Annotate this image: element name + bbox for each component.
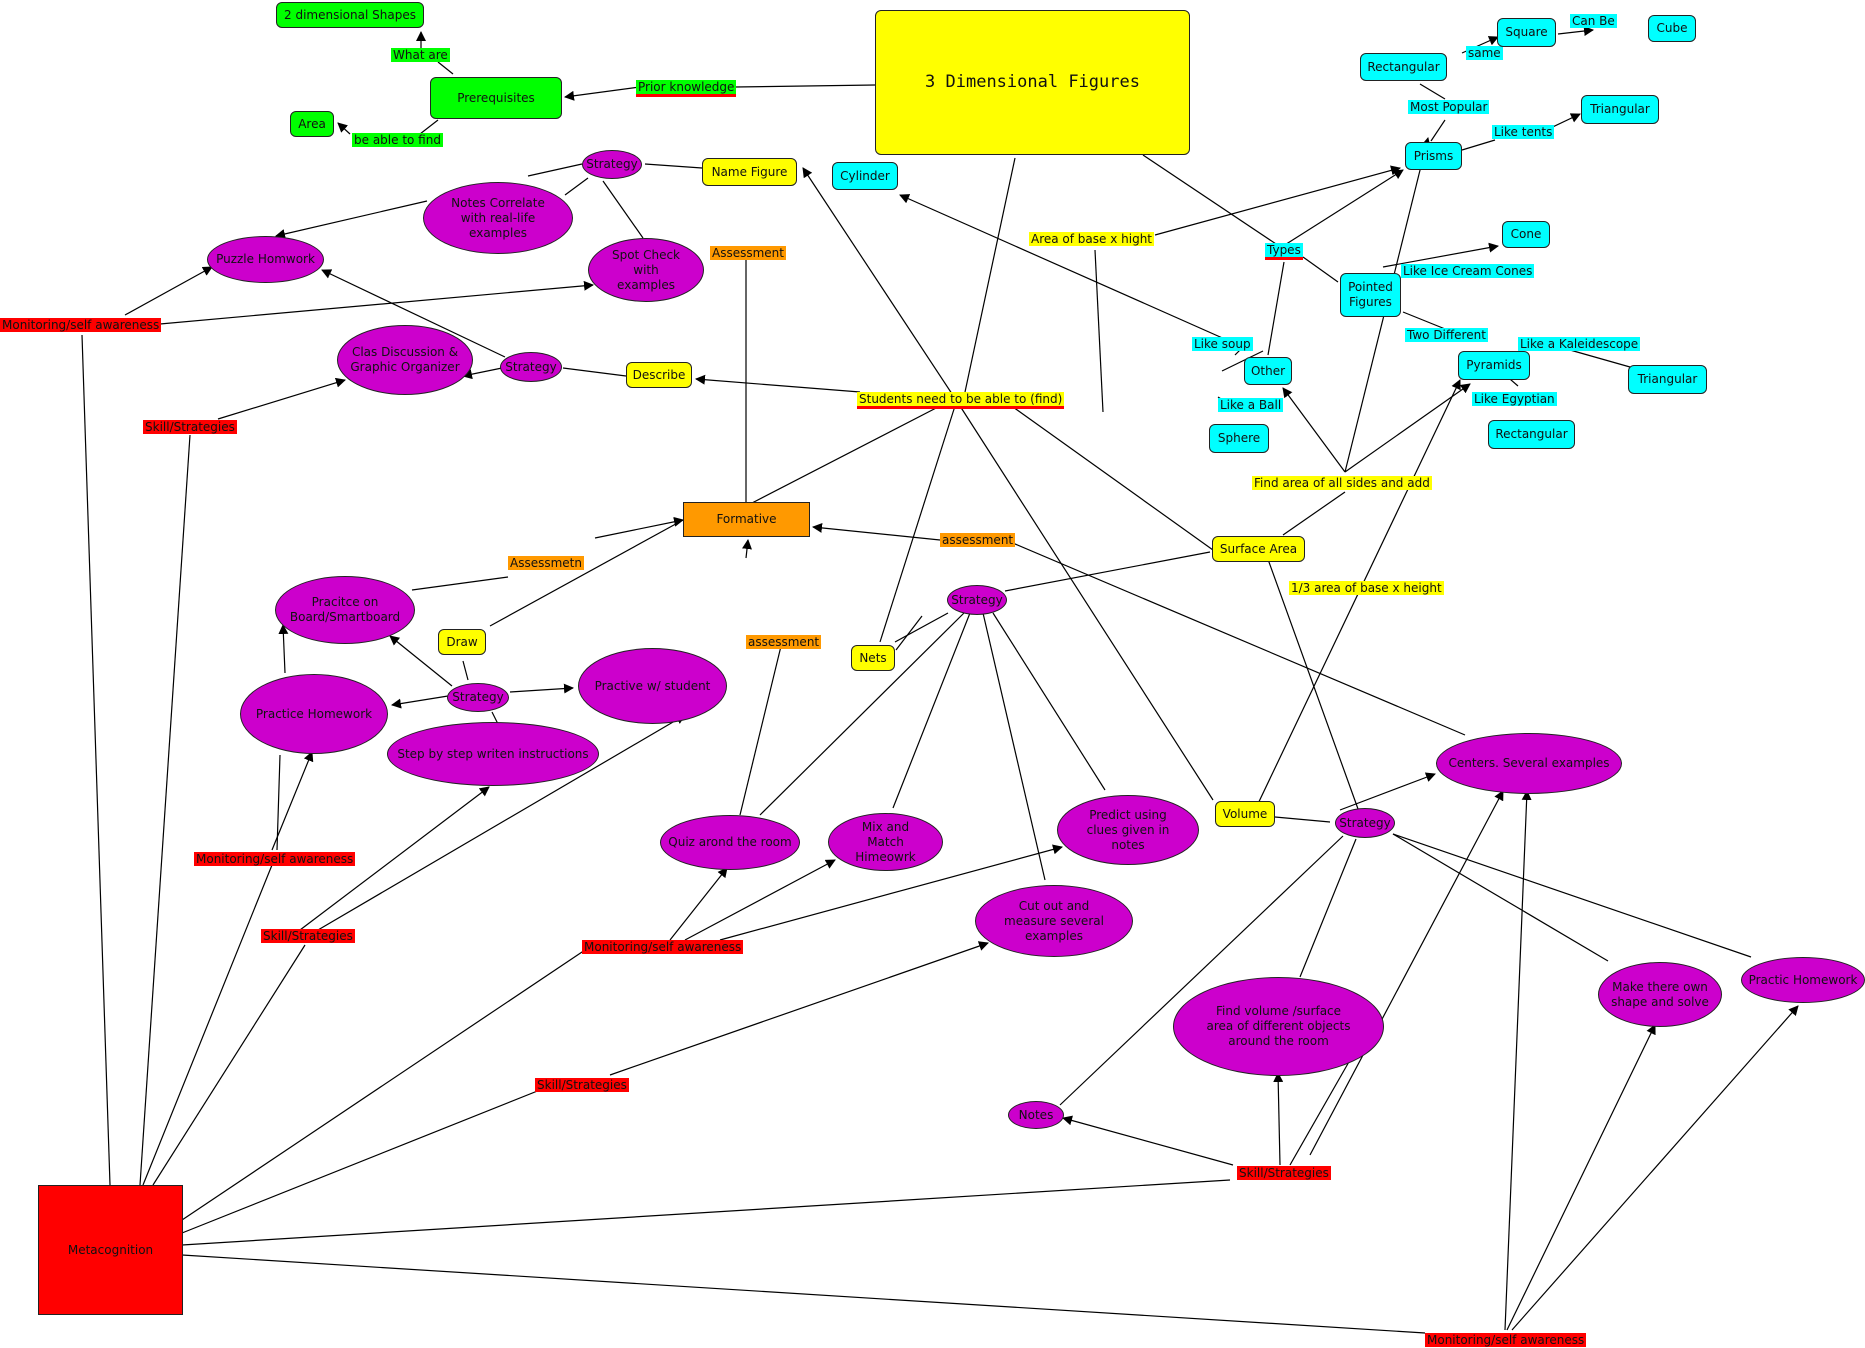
what-are-link: What are [391,48,450,62]
strategy-node-top: Strategy [582,150,642,179]
predict-clues-node: Predict using clues given in notes [1057,795,1199,865]
make-own-shape-node: Make there own shape and solve [1598,962,1722,1027]
describe-node: Describe [626,362,692,388]
main-topic-box: 3 Dimensional Figures [875,10,1190,155]
strategy-node-volume: Strategy [1335,808,1395,838]
assessment-link-top: Assessment [710,246,786,260]
sphere-node: Sphere [1209,424,1269,453]
assessment-link-mid: assessment [746,635,822,649]
can-be-link: Can Be [1570,14,1617,28]
strategy-node-describe: Strategy [500,352,562,382]
step-by-step-node: Step by step writen instructions [387,722,599,786]
monitoring-link-4: Monitoring/self awareness [1425,1333,1587,1347]
strategy-node-nets: Strategy [947,585,1007,615]
skill-strategies-link-3: Skill/Strategies [535,1078,629,1092]
practic-homework-node: Practic Homework [1741,957,1865,1003]
same-link: same [1466,46,1503,60]
quiz-room-node: Quiz arond the room [660,815,800,870]
be-able-to-find-link: be able to find [352,133,443,147]
cut-out-node: Cut out and measure several examples [975,885,1133,957]
area-base-hight-link: Area of base x hight [1029,232,1155,246]
practice-board-node: Pracitce on Board/Smartboard [275,576,415,644]
name-figure-node: Name Figure [702,158,797,186]
like-soup-link: Like soup [1192,337,1253,351]
mix-match-node: Mix and Match Himeowrk [828,813,943,871]
assessment-link-right: assessment [940,533,1016,547]
nets-node: Nets [851,645,895,671]
triangular-pyramid-node: Triangular [1628,365,1707,394]
volume-node: Volume [1215,801,1275,827]
find-area-sides-link: Find area of all sides and add [1252,476,1432,490]
like-ball-link: Like a Ball [1218,398,1284,412]
formative-node: Formative [683,502,810,537]
notes-correlate-node: Notes Correlate with real-life examples [423,182,573,254]
cone-node: Cone [1502,221,1550,248]
monitoring-link-1: Monitoring/self awareness [0,318,162,332]
pointed-figures-node: Pointed Figures [1340,273,1401,317]
assessmetn-link: Assessmetn [508,556,584,570]
triangular-prism-node: Triangular [1581,95,1659,124]
strategy-node-draw: Strategy [447,683,509,712]
like-egyptian-link: Like Egyptian [1472,392,1557,406]
centers-node: Centers. Several examples [1436,733,1622,794]
practive-student-node: Practive w/ student [578,648,727,724]
cylinder-node: Cylinder [832,162,898,190]
two-dimensional-shapes-node: 2 dimensional Shapes [276,2,424,28]
monitoring-link-2: Monitoring/self awareness [194,852,356,866]
most-popular-link: Most Popular [1408,100,1490,114]
prisms-node: Prisms [1405,142,1462,170]
metacognition-node: Metacognition [38,1185,183,1315]
skill-strategies-link-1: Skill/Strategies [143,420,237,434]
square-node: Square [1497,18,1556,47]
skill-strategies-link-4: Skill/Strategies [1237,1166,1331,1180]
rectangular-prism-node: Rectangular [1360,53,1447,81]
prerequisites-node: Prerequisites [430,77,562,119]
surface-area-node: Surface Area [1212,536,1305,562]
like-ice-cream-link: Like Ice Cream Cones [1401,264,1535,278]
third-area-link: 1/3 area of base x height [1289,581,1444,595]
like-kaleidescope-link: Like a Kaleidescope [1518,337,1641,351]
like-tents-link: Like tents [1492,125,1555,139]
rectangular-pyramid-node: Rectangular [1488,420,1575,449]
draw-node: Draw [438,629,486,655]
notes-node: Notes [1008,1101,1064,1129]
find-volume-node: Find volume /surface area of different o… [1173,977,1384,1076]
prior-knowledge-link: Prior knowledge [636,80,737,97]
area-node: Area [290,111,334,137]
pyramids-node: Pyramids [1458,351,1530,380]
practice-homework-node: Practice Homework [240,674,388,754]
class-discussion-node: Clas Discussion & Graphic Organizer [337,325,473,395]
other-node: Other [1244,357,1292,385]
cube-node: Cube [1648,15,1696,42]
two-different-link: Two Different [1405,328,1488,342]
puzzle-homework-node: Puzzle Homwork [207,236,324,283]
spot-check-node: Spot Check with examples [588,238,704,302]
skill-strategies-link-2: Skill/Strategies [261,929,355,943]
types-link: Types [1265,243,1303,260]
students-need-link: Students need to be able to (find) [857,392,1065,409]
monitoring-link-3: Monitoring/self awareness [582,940,744,954]
